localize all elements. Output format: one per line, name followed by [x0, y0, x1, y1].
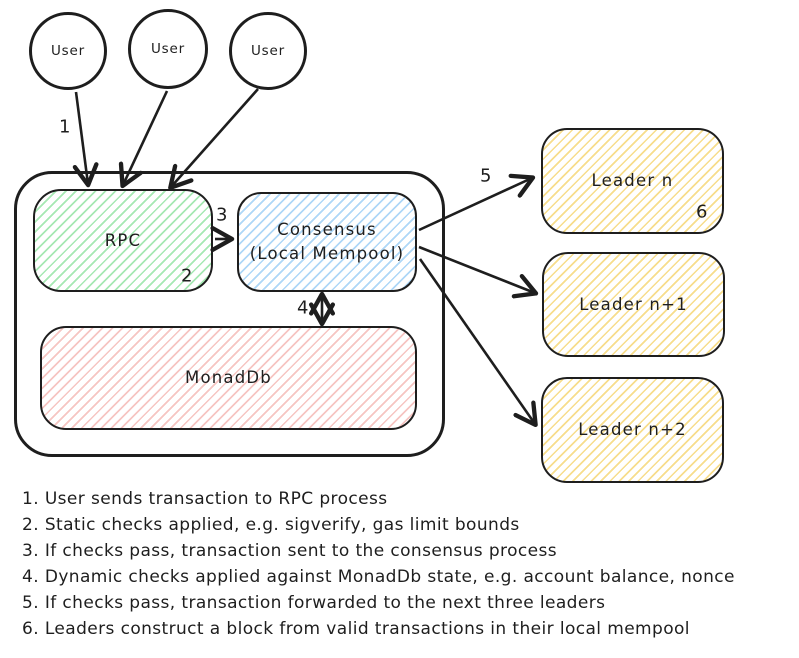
leader-n2-label: Leader n+2 [578, 420, 687, 440]
leader-n1-label: Leader n+1 [579, 294, 688, 314]
step-marker-4: 4 [297, 297, 309, 319]
step-line-3: 3. If checks pass, transaction sent to t… [22, 541, 557, 561]
user-node-3: User [229, 12, 307, 90]
step-line-2: 2. Static checks applied, e.g. sigverify… [22, 515, 520, 535]
step-line-1: 1. User sends transaction to RPC process [22, 489, 388, 509]
step-marker-5: 5 [480, 165, 492, 187]
user-node-1-label: User [51, 43, 85, 59]
leader-n-box: Leader n [541, 128, 724, 234]
user-node-2-label: User [151, 41, 185, 57]
step-line-4: 4. Dynamic checks applied against MonadD… [22, 567, 735, 587]
step-line-6: 6. Leaders construct a block from valid … [22, 619, 690, 639]
rpc-label: RPC [104, 230, 142, 250]
leader-n-label: Leader n [591, 171, 674, 191]
leader-n2-box: Leader n+2 [541, 377, 724, 483]
user-node-3-label: User [251, 43, 285, 59]
step-marker-1: 1 [59, 116, 71, 138]
user-node-2: User [128, 9, 208, 89]
step-line-5: 5. If checks pass, transaction forwarded… [22, 593, 606, 613]
steps-list: 1. User sends transaction to RPC process… [22, 486, 792, 642]
rpc-box: RPC [33, 189, 213, 292]
monaddb-label: MonadDb [185, 368, 272, 388]
step-marker-2: 2 [181, 265, 193, 287]
leader-n1-box: Leader n+1 [542, 252, 725, 357]
user-node-1: User [29, 12, 107, 90]
consensus-label: Consensus [277, 220, 377, 240]
step-marker-6: 6 [696, 201, 708, 223]
consensus-box: Consensus (Local Mempool) [237, 192, 417, 292]
consensus-sublabel: (Local Mempool) [249, 244, 405, 263]
step-marker-3: 3 [216, 204, 228, 226]
monaddb-box: MonadDb [40, 326, 417, 430]
